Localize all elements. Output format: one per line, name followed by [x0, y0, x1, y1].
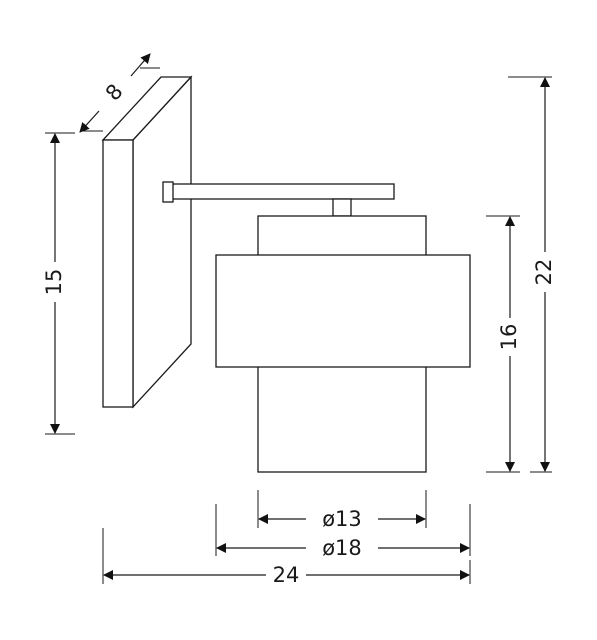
dim-total-width: 24 [102, 528, 471, 587]
outer-shade-band [215, 254, 471, 368]
shade-height-label: 16 [497, 324, 521, 351]
dim-outer-diameter: ø18 [215, 504, 471, 560]
wall-plate [101, 75, 193, 409]
dim-total-height: 22 [508, 76, 556, 473]
total-height-label: 22 [532, 259, 556, 286]
plate-height-label: 15 [42, 269, 66, 296]
depth-label: 8 [101, 79, 128, 105]
wall-plate-front [102, 139, 134, 408]
total-width-label: 24 [273, 563, 300, 587]
arm-mount [162, 181, 174, 203]
lamp [101, 75, 471, 473]
inner-diameter-label: ø13 [322, 507, 362, 531]
outer-diameter-label: ø18 [322, 536, 362, 560]
dim-inner-diameter: ø13 [257, 490, 427, 531]
dim-plate-height: 15 [42, 132, 75, 435]
lamp-shade [215, 215, 471, 473]
lamp-arm [162, 181, 395, 217]
dim-shade-height: 16 [486, 215, 521, 473]
arm-socket [332, 198, 352, 217]
arm-bar [167, 183, 395, 200]
